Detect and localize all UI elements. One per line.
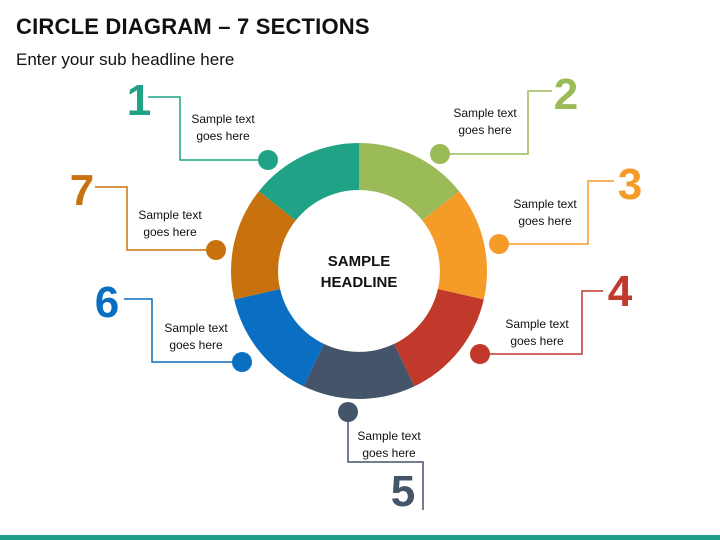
section-number-5: 5	[391, 467, 415, 516]
center-headline-line1: SAMPLE	[328, 253, 391, 270]
ring	[230, 143, 488, 399]
section-text-3-line1: Sample text	[513, 197, 577, 211]
section-text-7-line1: Sample text	[138, 208, 202, 222]
section-number-1: 1	[127, 76, 151, 125]
section-number-7: 7	[70, 166, 94, 215]
section-text-1-line2: goes here	[196, 129, 250, 143]
section-text-2-line1: Sample text	[453, 106, 517, 120]
section-text-3-line2: goes here	[518, 214, 572, 228]
section-text-5-line1: Sample text	[357, 429, 421, 443]
segment-4	[394, 289, 484, 387]
section-text-4-line2: goes here	[510, 334, 564, 348]
section-text-6-line1: Sample text	[164, 321, 228, 335]
center-headline-line2: HEADLINE	[321, 274, 398, 291]
segment-6	[234, 289, 324, 387]
connector-1	[148, 96, 268, 161]
segment-5	[303, 343, 415, 399]
page-title: CIRCLE DIAGRAM – 7 SECTIONS	[16, 14, 370, 39]
segment-1	[258, 143, 359, 221]
segment-2	[359, 143, 460, 221]
dot-3	[489, 234, 509, 254]
section-text-7-line2: goes here	[143, 225, 197, 239]
section-number-3: 3	[618, 160, 642, 209]
dot-2	[430, 144, 450, 164]
connector-2	[440, 90, 552, 155]
connector-6	[124, 298, 242, 363]
segment-3	[422, 191, 488, 300]
section-text-6-line2: goes here	[169, 338, 223, 352]
section-text-4-line1: Sample text	[505, 317, 569, 331]
connector-3	[499, 180, 614, 245]
section-number-4: 4	[608, 267, 633, 316]
dot-7	[206, 240, 226, 260]
connector-4	[480, 290, 603, 355]
connector-5	[347, 412, 424, 510]
dot-1	[258, 150, 278, 170]
page-subtitle: Enter your sub headline here	[16, 50, 235, 69]
dot-4	[470, 344, 490, 364]
dot-6	[232, 352, 252, 372]
section-number-2: 2	[554, 70, 578, 119]
segment-7	[230, 191, 296, 300]
section-text-5-line2: goes here	[362, 446, 416, 460]
section-text-1-line1: Sample text	[191, 112, 255, 126]
connector-7	[95, 186, 216, 251]
section-number-6: 6	[95, 278, 119, 327]
dot-5	[338, 402, 358, 422]
footer-bar	[0, 535, 720, 540]
section-text-2-line2: goes here	[458, 123, 512, 137]
